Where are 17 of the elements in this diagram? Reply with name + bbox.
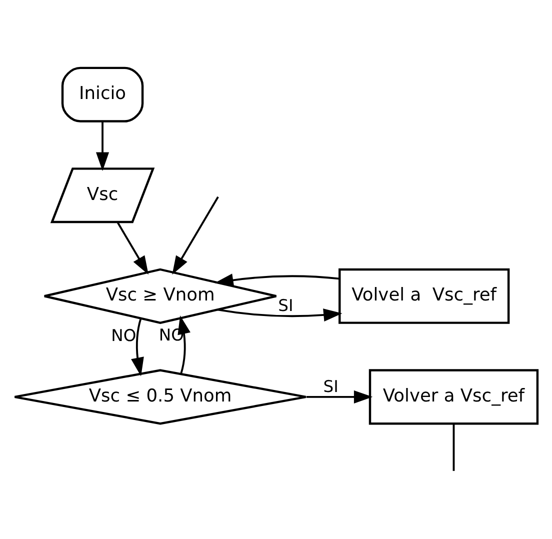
node-diamond: Vsc ≤ 0.5 Vnom: [14, 368, 308, 424]
arrow: [96, 121, 110, 170]
arrow: [214, 273, 340, 286]
node-diamond: Vsc ≥ Vnom: [43, 268, 278, 324]
connector: [452, 423, 455, 470]
arrow: [131, 318, 144, 376]
edge-label: SI: [323, 376, 338, 396]
node-box: Inicio: [61, 66, 144, 122]
edge-label: NO: [111, 325, 136, 344]
arrow: [172, 196, 219, 274]
node-box: Volvel a Vsc_ref: [338, 268, 510, 324]
arrow: [306, 390, 373, 403]
edge-label: SI: [278, 296, 294, 315]
node-box: Volver a Vsc_ref: [368, 368, 539, 424]
arrow: [217, 308, 342, 322]
arrow: [178, 315, 190, 374]
arrow: [116, 222, 148, 274]
